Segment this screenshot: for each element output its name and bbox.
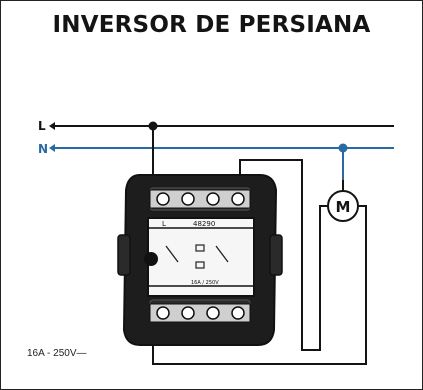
output-wire-1 <box>239 159 328 351</box>
live-line-arrow <box>49 122 55 130</box>
switch-model-code: 48290 <box>193 220 215 228</box>
live-line-label: L <box>38 119 46 133</box>
neutral-junction-dot <box>338 143 348 153</box>
output-wire-2 <box>152 205 367 365</box>
diagram-title: INVERSOR DE PERSIANA <box>52 12 371 38</box>
bottom-terminal-block <box>149 303 251 323</box>
switch-terminal-l-label: L <box>162 220 166 228</box>
neutral-line-label: N <box>38 142 48 156</box>
top-terminal-block <box>149 189 251 209</box>
live-junction-dot <box>148 121 158 131</box>
rating-text: 16A - 250V— <box>27 348 87 359</box>
neutral-line-arrow <box>49 144 55 152</box>
switch-faceplate <box>147 217 255 297</box>
switch-rating-print: 16A / 250V <box>191 280 219 286</box>
switch-screw-hole <box>144 252 158 266</box>
motor-label: M <box>336 198 351 216</box>
